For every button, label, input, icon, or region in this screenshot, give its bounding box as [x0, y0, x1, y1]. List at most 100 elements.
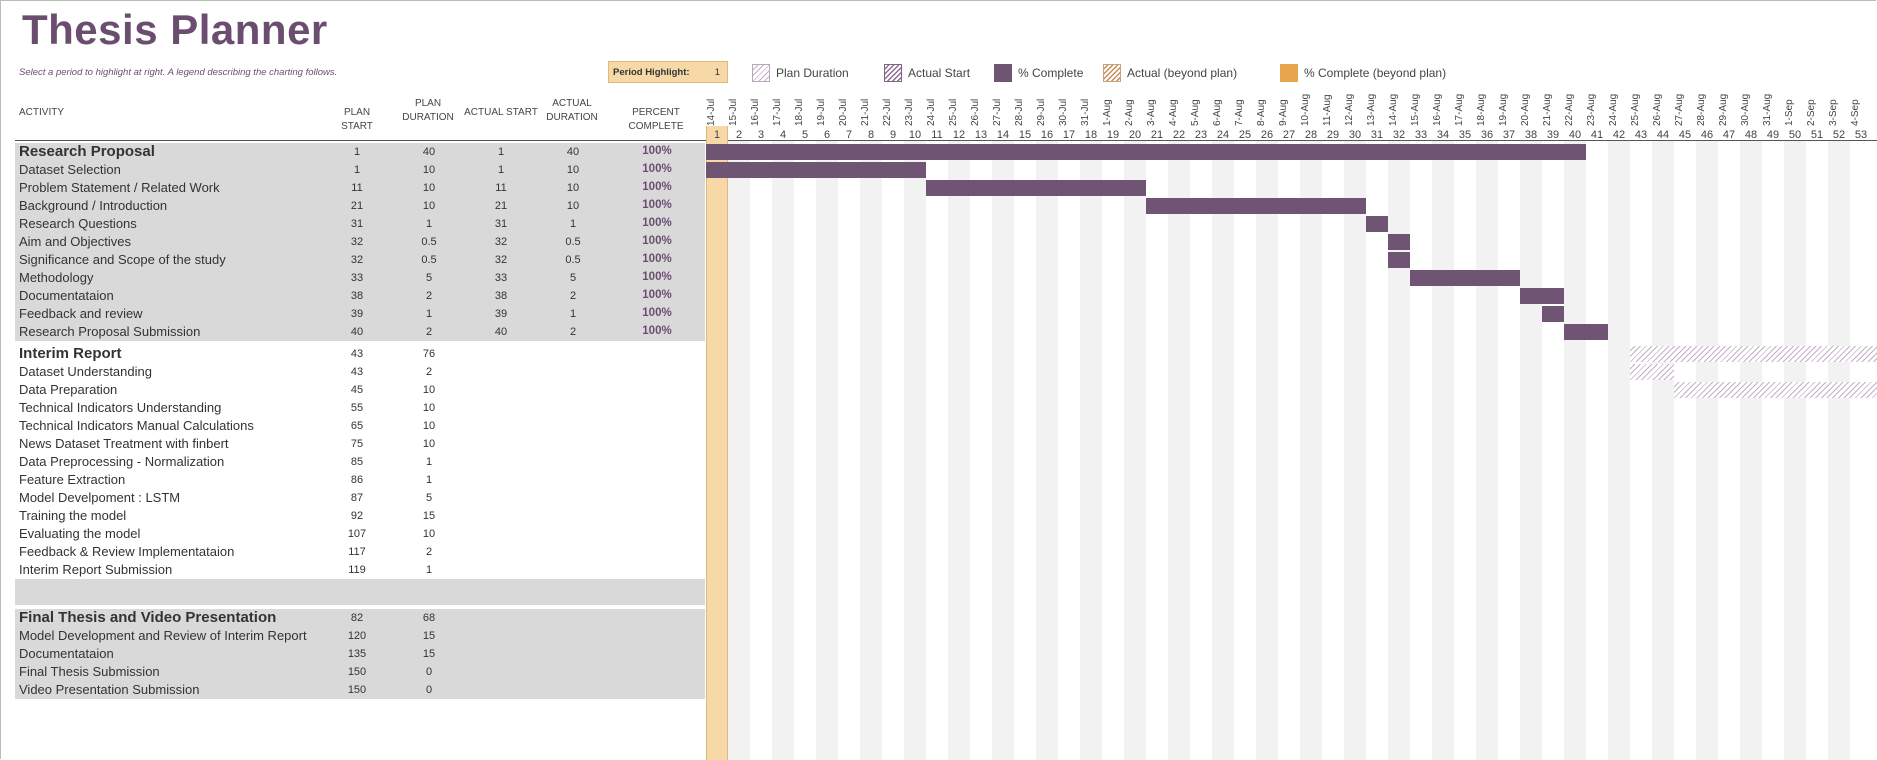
activity-name[interactable]: Documentataion — [19, 646, 114, 661]
col-header-plan-duration[interactable]: PLAN DURATION — [402, 98, 454, 123]
actual-start-cell[interactable]: 31 — [494, 218, 508, 230]
plan-duration-cell[interactable]: 5 — [425, 492, 433, 504]
percent-complete-cell[interactable]: 100% — [642, 199, 672, 211]
plan-duration-cell[interactable]: 0 — [425, 666, 433, 678]
actual-start-cell[interactable]: 32 — [494, 236, 508, 248]
plan-start-cell[interactable]: 11 — [351, 182, 363, 194]
col-header-percent-complete[interactable]: PERCENT COMPLETE — [628, 107, 684, 132]
gantt-bar-complete[interactable] — [1388, 234, 1410, 250]
period-number[interactable]: 14 — [996, 129, 1010, 141]
activity-name[interactable]: Training the model — [19, 508, 127, 523]
period-number[interactable]: 40 — [1568, 129, 1582, 141]
period-number[interactable]: 29 — [1326, 129, 1340, 141]
period-number[interactable]: 36 — [1480, 129, 1494, 141]
actual-start-cell[interactable]: 1 — [497, 146, 505, 158]
activity-name[interactable]: Interim Report Submission — [19, 562, 173, 577]
gantt-bar-complete[interactable] — [706, 144, 1586, 160]
plan-duration-cell[interactable]: 10 — [422, 182, 436, 194]
plan-start-cell[interactable]: 75 — [350, 438, 364, 450]
activity-name[interactable]: Model Develpoment : LSTM — [19, 490, 181, 505]
plan-duration-cell[interactable]: 10 — [422, 164, 436, 176]
plan-start-cell[interactable]: 120 — [347, 630, 367, 642]
period-number[interactable]: 17 — [1062, 129, 1076, 141]
plan-duration-cell[interactable]: 15 — [422, 630, 436, 642]
plan-duration-cell[interactable]: 10 — [422, 528, 436, 540]
actual-duration-cell[interactable]: 2 — [569, 290, 577, 302]
gantt-bar-complete[interactable] — [706, 162, 926, 178]
plan-start-cell[interactable]: 107 — [347, 528, 367, 540]
plan-duration-cell[interactable]: 0.5 — [421, 254, 437, 266]
plan-start-cell[interactable]: 82 — [350, 612, 364, 624]
period-number[interactable]: 51 — [1810, 129, 1824, 141]
plan-duration-cell[interactable]: 40 — [422, 146, 436, 158]
actual-duration-cell[interactable]: 2 — [569, 326, 577, 338]
period-number[interactable]: 7 — [845, 129, 853, 141]
period-number[interactable]: 41 — [1590, 129, 1604, 141]
period-number[interactable]: 50 — [1788, 129, 1802, 141]
period-number[interactable]: 52 — [1832, 129, 1846, 141]
period-number[interactable]: 48 — [1744, 129, 1758, 141]
gantt-bar-complete[interactable] — [1520, 288, 1564, 304]
actual-duration-cell[interactable]: 0.5 — [565, 236, 581, 248]
plan-duration-cell[interactable]: 10 — [422, 200, 436, 212]
gantt-bar-complete[interactable] — [1146, 198, 1366, 214]
actual-duration-cell[interactable]: 40 — [566, 146, 580, 158]
period-number[interactable]: 33 — [1414, 129, 1428, 141]
actual-start-cell[interactable]: 1 — [497, 164, 505, 176]
plan-duration-cell[interactable]: 0 — [425, 684, 433, 696]
period-highlight-value[interactable]: 1 — [714, 67, 720, 78]
actual-duration-cell[interactable]: 5 — [569, 272, 577, 284]
period-number[interactable]: 31 — [1370, 129, 1384, 141]
period-number[interactable]: 21 — [1150, 129, 1164, 141]
period-number[interactable]: 44 — [1656, 129, 1670, 141]
plan-duration-cell[interactable]: 1 — [425, 564, 433, 576]
plan-start-cell[interactable]: 31 — [350, 218, 364, 230]
period-number[interactable]: 39 — [1546, 129, 1560, 141]
activity-name[interactable]: Final Thesis and Video Presentation — [19, 609, 277, 626]
col-header-actual-start[interactable]: ACTUAL START — [464, 107, 538, 118]
plan-start-cell[interactable]: 40 — [350, 326, 364, 338]
actual-duration-cell[interactable]: 10 — [566, 164, 580, 176]
activity-name[interactable]: Data Preparation — [19, 382, 118, 397]
plan-start-cell[interactable]: 32 — [350, 236, 364, 248]
percent-complete-cell[interactable]: 100% — [642, 145, 672, 157]
plan-duration-cell[interactable]: 1 — [425, 456, 433, 468]
plan-start-cell[interactable]: 135 — [347, 648, 367, 660]
actual-start-cell[interactable]: 32 — [494, 254, 508, 266]
period-number[interactable]: 32 — [1392, 129, 1406, 141]
percent-complete-cell[interactable]: 100% — [642, 289, 672, 301]
plan-start-cell[interactable]: 38 — [350, 290, 364, 302]
plan-start-cell[interactable]: 117 — [348, 546, 366, 558]
activity-name[interactable]: Dataset Understanding — [19, 364, 152, 379]
actual-start-cell[interactable]: 33 — [494, 272, 508, 284]
plan-start-cell[interactable]: 32 — [350, 254, 364, 266]
period-number[interactable]: 43 — [1634, 129, 1648, 141]
plan-start-cell[interactable]: 85 — [350, 456, 364, 468]
period-number[interactable]: 10 — [908, 129, 922, 141]
period-number[interactable]: 26 — [1260, 129, 1274, 141]
plan-start-cell[interactable]: 43 — [350, 348, 364, 360]
percent-complete-cell[interactable]: 100% — [642, 181, 672, 193]
plan-start-cell[interactable]: 43 — [350, 366, 364, 378]
activity-name[interactable]: Data Preprocessing - Normalization — [19, 454, 225, 469]
plan-duration-cell[interactable]: 2 — [425, 366, 433, 378]
gantt-bar-complete[interactable] — [1366, 216, 1388, 232]
actual-duration-cell[interactable]: 10 — [566, 182, 580, 194]
period-number[interactable]: 49 — [1766, 129, 1780, 141]
actual-duration-cell[interactable]: 1 — [569, 308, 577, 320]
plan-duration-cell[interactable]: 1 — [425, 218, 433, 230]
period-number[interactable]: 11 — [931, 129, 943, 141]
plan-duration-cell[interactable]: 10 — [422, 402, 436, 414]
activity-name[interactable]: Research Questions — [19, 216, 137, 231]
percent-complete-cell[interactable]: 100% — [642, 163, 672, 175]
activity-name[interactable]: Feature Extraction — [19, 472, 126, 487]
period-number[interactable]: 5 — [801, 129, 809, 141]
percent-complete-cell[interactable]: 100% — [642, 307, 672, 319]
plan-duration-cell[interactable]: 5 — [425, 272, 433, 284]
period-number[interactable]: 6 — [823, 129, 831, 141]
col-header-actual-duration[interactable]: ACTUAL DURATION — [546, 98, 598, 123]
percent-complete-cell[interactable]: 100% — [642, 253, 672, 265]
gantt-bar-complete[interactable] — [1564, 324, 1608, 340]
period-number[interactable]: 12 — [952, 129, 966, 141]
activity-name[interactable]: Technical Indicators Understanding — [19, 400, 222, 415]
